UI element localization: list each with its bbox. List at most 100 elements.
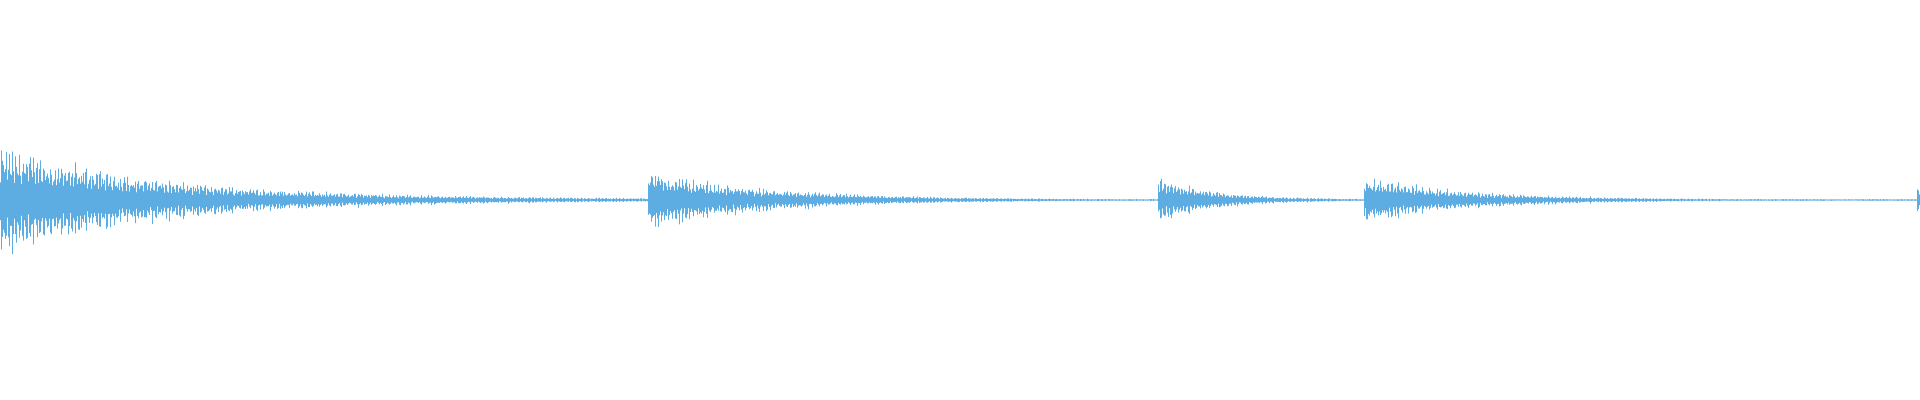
waveform-sample — [1761, 199, 1762, 202]
waveform-sample — [935, 198, 936, 202]
waveform-sample — [1380, 180, 1381, 216]
waveform-sample — [1176, 191, 1177, 210]
waveform-sample — [143, 191, 144, 211]
waveform-sample — [926, 198, 927, 203]
waveform-sample — [357, 196, 358, 205]
waveform-sample — [1703, 199, 1704, 201]
waveform-sample — [1568, 197, 1569, 202]
waveform-sample — [1208, 195, 1209, 205]
waveform-sample — [1430, 190, 1431, 208]
waveform-sample — [1343, 199, 1344, 201]
waveform-sample — [1112, 199, 1113, 201]
waveform-sample — [514, 197, 515, 203]
waveform-sample — [892, 196, 893, 203]
waveform-sample — [448, 197, 449, 203]
waveform-sample — [1084, 199, 1085, 201]
waveform-sample — [24, 172, 25, 221]
waveform-sample — [1814, 198, 1815, 201]
waveform-sample — [1578, 198, 1579, 202]
waveform-sample — [359, 194, 360, 205]
waveform-sample — [646, 199, 647, 201]
waveform-sample — [1285, 198, 1286, 202]
waveform-sample — [1512, 197, 1513, 204]
waveform-sample — [1866, 199, 1867, 201]
waveform-sample — [65, 173, 66, 226]
waveform-sample — [1368, 188, 1369, 214]
waveform-sample — [552, 198, 553, 202]
waveform-sample — [693, 179, 694, 217]
waveform-sample — [1859, 199, 1860, 201]
waveform-sample — [710, 185, 711, 213]
waveform-sample — [344, 193, 345, 206]
waveform-sample — [788, 194, 789, 205]
waveform-sample — [714, 184, 715, 213]
waveform-sample — [1597, 198, 1598, 202]
waveform-sample — [338, 196, 339, 205]
waveform-sample — [1878, 199, 1879, 201]
waveform-sample — [668, 180, 669, 220]
waveform-sample — [155, 182, 156, 217]
waveform-sample — [1646, 198, 1647, 202]
waveform-sample — [124, 177, 125, 217]
waveform-sample — [554, 198, 555, 202]
waveform-sample — [763, 188, 764, 212]
waveform-sample — [204, 187, 205, 213]
waveform-sample — [1197, 192, 1198, 206]
waveform-sample — [883, 197, 884, 202]
waveform-sample — [861, 196, 862, 203]
waveform-sample — [672, 185, 673, 219]
waveform-sample — [74, 177, 75, 221]
waveform-sample — [1564, 198, 1565, 202]
waveform-sample — [612, 198, 613, 202]
waveform-sample — [1289, 198, 1290, 202]
waveform-sample — [132, 186, 133, 217]
waveform-sample — [1219, 193, 1220, 208]
waveform-sample — [1914, 199, 1915, 201]
waveform-sample — [736, 191, 737, 210]
waveform-sample — [728, 187, 729, 211]
waveform-sample — [408, 197, 409, 203]
waveform-sample — [115, 186, 116, 214]
waveform-sample — [399, 195, 400, 205]
waveform-sample — [402, 195, 403, 204]
waveform-sample — [1541, 197, 1542, 204]
waveform-sample — [1808, 199, 1809, 201]
waveform-sample — [1235, 195, 1236, 206]
waveform-sample — [1913, 199, 1914, 201]
waveform-sample — [401, 197, 402, 203]
waveform-sample — [1335, 198, 1336, 202]
waveform-sample — [1351, 199, 1352, 201]
waveform-sample — [474, 197, 475, 203]
waveform-sample — [809, 194, 810, 205]
waveform-sample — [136, 192, 137, 209]
waveform-sample — [112, 190, 113, 214]
waveform-sample — [1453, 194, 1454, 206]
waveform-sample — [1172, 187, 1173, 214]
waveform-sample — [626, 198, 627, 202]
waveform-sample — [1218, 196, 1219, 204]
waveform-sample — [1574, 198, 1575, 202]
waveform-sample — [235, 193, 236, 210]
waveform-sample — [241, 195, 242, 206]
waveform-sample — [147, 189, 148, 211]
waveform-sample — [670, 189, 671, 212]
waveform-sample — [1181, 188, 1182, 212]
waveform-sample — [251, 192, 252, 206]
waveform-sample — [1684, 198, 1685, 202]
waveform-sample — [268, 192, 269, 207]
waveform-sample — [506, 198, 507, 202]
waveform-sample — [1105, 198, 1106, 202]
waveform-sample — [1864, 199, 1865, 201]
waveform-sample — [397, 197, 398, 203]
waveform-sample — [1089, 199, 1090, 201]
waveform-sample — [760, 192, 761, 207]
waveform-sample — [1582, 198, 1583, 202]
waveform-sample — [1259, 197, 1260, 204]
waveform-sample — [1912, 199, 1913, 201]
waveform-sample — [1278, 198, 1279, 202]
waveform-sample — [518, 197, 519, 203]
waveform-sample — [1399, 189, 1400, 208]
waveform-sample — [539, 197, 540, 202]
waveform-sample — [842, 196, 843, 205]
waveform-sample — [244, 194, 245, 208]
